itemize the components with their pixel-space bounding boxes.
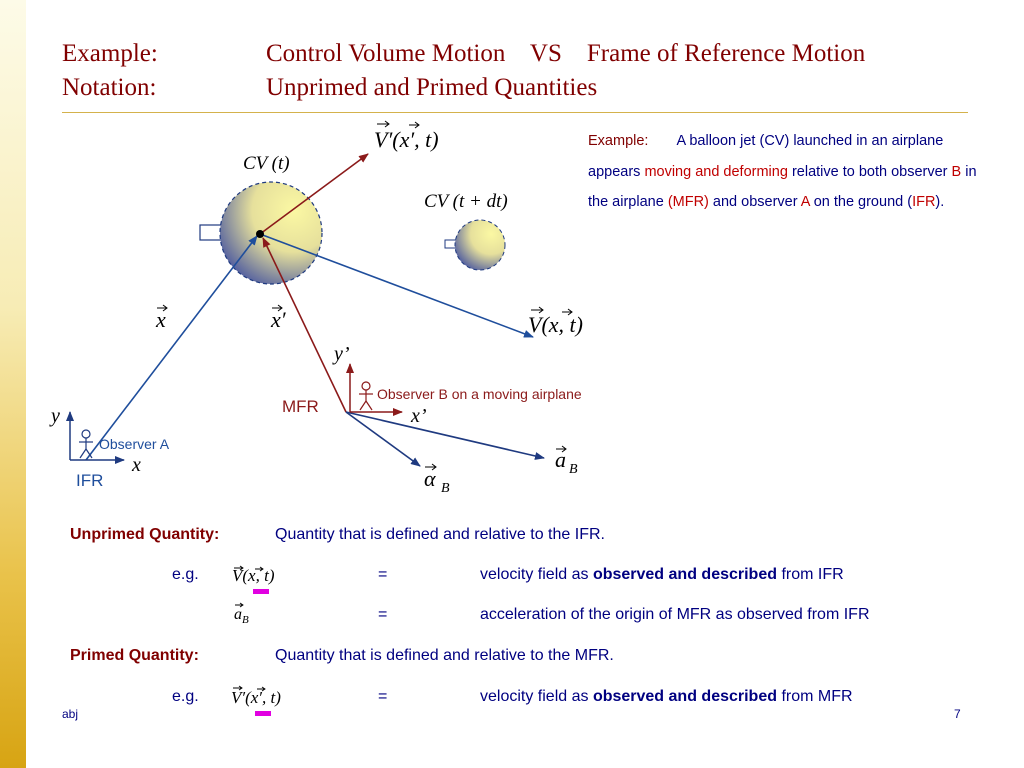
highlight-x-unprimed: [253, 589, 269, 594]
velocity-vector-v-prime: [259, 153, 369, 235]
velocity-mfr-b: observed and described: [592, 688, 777, 705]
example-text-11: ).: [935, 194, 945, 210]
title-line-1: Example: Control Volume Motion VS Frame …: [62, 40, 865, 68]
v-prime-x-t-math: V′(x′, t): [231, 688, 281, 707]
title-line-2: Notation: Unprimed and Primed Quantities: [62, 74, 597, 102]
ifr-label: IFR: [76, 471, 103, 490]
cv-origin-dot: [256, 230, 264, 238]
equals-3: =: [378, 688, 388, 705]
a-b-math-symbol: a: [234, 606, 242, 623]
x-axis-label: x: [131, 454, 141, 476]
title-notation-label: Notation:: [62, 74, 157, 101]
a-b-label: a: [555, 447, 566, 472]
velocity-mfr-text: velocity field as observed and described…: [480, 688, 853, 706]
example-text-1: A balloon jet (CV) launched in an airpla…: [588, 133, 944, 180]
alpha-b-subscript: B: [441, 481, 450, 496]
unprimed-label: Unprimed Quantity:: [70, 526, 220, 543]
title-example-label: Example:: [62, 40, 158, 67]
acceleration-vector-a-b: [345, 411, 545, 460]
example-text-3: relative to both observer: [787, 163, 952, 180]
primed-text: Quantity that is defined and relative to…: [275, 647, 614, 664]
unprimed-text: Quantity that is defined and relative to…: [275, 526, 605, 543]
equals-2: =: [378, 606, 388, 623]
velocity-ifr-c: from IFR: [777, 566, 844, 583]
primed-definition: Primed Quantity:: [70, 647, 199, 665]
example-text-10: IFR: [912, 194, 936, 210]
cv-nozzle: [199, 224, 223, 241]
position-vector-x-prime: [262, 237, 347, 413]
highlight-x-primed: [255, 711, 271, 716]
a-b-math-sub: B: [242, 614, 249, 627]
v-x-t-math: V(x, t): [232, 566, 275, 585]
unprimed-definition: Unprimed Quantity:: [70, 526, 219, 544]
velocity-ifr-a: velocity field as: [480, 566, 593, 583]
velocity-mfr-a: velocity field as: [480, 688, 593, 705]
example-label: Example:: [588, 133, 649, 149]
eg-1: e.g.: [172, 566, 199, 583]
y-axis-label: y: [49, 405, 60, 427]
eg-2: e.g.: [172, 688, 199, 705]
example-text-6: (MFR): [667, 194, 709, 210]
observer-b-label: Observer B on a moving airplane: [377, 386, 582, 402]
velocity-ifr-b: observed and described: [592, 566, 777, 583]
example-text-4: B: [951, 163, 962, 180]
velocity-mfr-c: from MFR: [777, 688, 853, 705]
primed-label: Primed Quantity:: [70, 647, 199, 664]
v-prime-label: V′(x′, t): [374, 127, 439, 152]
angular-acceleration-vector-alpha-b: [345, 411, 421, 467]
example-text-2: moving and deforming: [644, 163, 788, 180]
footer-author: abj: [62, 707, 79, 721]
observer-a-figure: [79, 429, 93, 459]
v-label: V(x, t): [528, 312, 583, 337]
velocity-ifr-text: velocity field as observed and described…: [480, 566, 844, 584]
example-text-9: on the ground (: [809, 194, 913, 210]
equals-1: =: [378, 566, 388, 583]
example-description: Example:A balloon jet (CV) launched in a…: [588, 126, 998, 218]
y-prime-axis-label: y’: [332, 343, 350, 365]
cv-t-label: CV (t): [243, 153, 290, 174]
observer-a-label: Observer A: [99, 436, 170, 452]
a-b-math: aB: [234, 606, 249, 626]
x-prime-vector-label: x′: [270, 307, 287, 332]
velocity-vector-v: [259, 233, 534, 338]
example-text-7: and observer: [708, 194, 801, 210]
observer-b-figure: [359, 381, 373, 411]
position-vector-x: [85, 235, 258, 461]
x-vector-label: x: [155, 307, 166, 332]
example-text-8: A: [800, 194, 810, 210]
mfr-label: MFR: [282, 397, 319, 416]
example-text-5: in the airplane: [588, 163, 977, 211]
cv-dt-balloon: [454, 219, 506, 271]
acceleration-text: acceleration of the origin of MFR as obs…: [480, 606, 870, 623]
cv-t-dt-label: CV (t + dt): [424, 191, 508, 212]
sidebar-gradient: [0, 0, 26, 768]
title-example-text: Control Volume Motion VS Frame of Refere…: [266, 40, 866, 67]
title-divider: [62, 112, 968, 113]
x-prime-axis-label: x’: [410, 405, 427, 427]
a-b-subscript: B: [569, 462, 578, 477]
title-notation-text: Unprimed and Primed Quantities: [266, 74, 598, 101]
alpha-b-label: α: [424, 466, 436, 491]
footer-page-number: 7: [954, 707, 961, 721]
cv-balloon: [219, 181, 323, 285]
